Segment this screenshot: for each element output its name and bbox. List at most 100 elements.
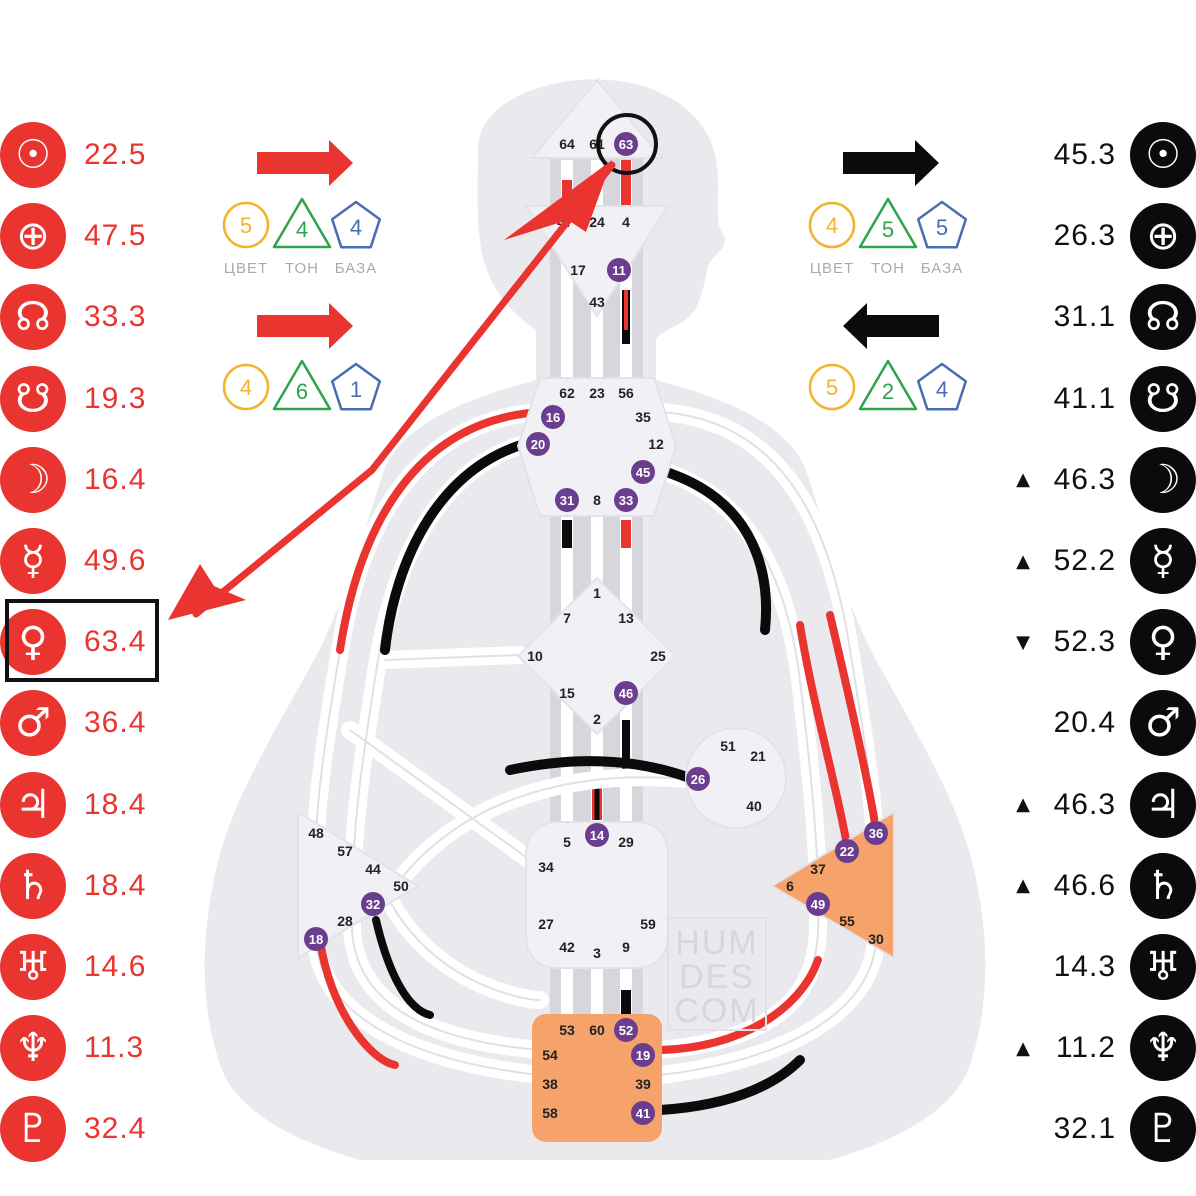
design-planet-row: ☊33.3 [0, 284, 146, 351]
neptune-icon: ♆ [0, 1015, 66, 1082]
retro-marker: ▲ [1016, 794, 1030, 816]
personality-planet-row: 26.3 ⊕ [1012, 203, 1196, 270]
gate-52: 52 [619, 1023, 633, 1038]
planet-value: 14.3 [1053, 950, 1116, 983]
design-planet-row: ♇ 32.4 [0, 1096, 147, 1163]
gate-46: 46 [619, 686, 633, 701]
planet-value: 20.4 [1053, 706, 1116, 740]
uranus-icon: ♅ [1130, 934, 1196, 1000]
jupiter-icon: ♃ [0, 771, 66, 838]
gate-57: 57 [337, 843, 353, 859]
gate-54: 54 [542, 1047, 558, 1063]
tone-value: 6 [296, 379, 308, 404]
gate-2: 2 [593, 711, 601, 727]
planet-value: 46.3 [1053, 462, 1116, 496]
sun-icon: ☉ [1130, 122, 1196, 188]
watermark-frame [667, 917, 767, 1031]
base-value: 5 [936, 215, 948, 240]
planet-value: 22.5 [84, 138, 147, 171]
planet-value: 32.4 [84, 1112, 147, 1146]
gate-42: 42 [559, 939, 575, 955]
base-value: 1 [350, 377, 362, 402]
gate-59: 59 [640, 916, 656, 932]
mars-icon: ♂ [1130, 690, 1196, 757]
color-badge [808, 201, 856, 249]
gate-active-dot [585, 823, 609, 847]
gate-active-dot [526, 432, 550, 456]
gate-53: 53 [559, 1022, 575, 1038]
retro-marker: ▲ [1016, 1037, 1030, 1059]
gate-49: 49 [811, 897, 825, 912]
mercury-icon: ☿ [1130, 528, 1196, 594]
annotations [168, 113, 658, 620]
channel-16-48-design [336, 408, 544, 654]
center-solar-plexus [770, 810, 895, 960]
moon-icon: ☽ [1130, 446, 1196, 513]
highlight-box-venus [5, 599, 159, 682]
gate-21: 21 [750, 748, 766, 764]
center-root [532, 1014, 662, 1142]
variable-label: ТОН [871, 260, 905, 277]
earth-icon: ⊕ [1130, 203, 1196, 270]
channel-34-20-pers [505, 756, 695, 783]
personality-planet-row: ▲11.2♆ [1012, 1015, 1196, 1082]
gate-64: 64 [559, 136, 575, 152]
personality-planet-row: 45.3 ☉ [1012, 122, 1196, 188]
planet-value: 26.3 [1053, 219, 1116, 253]
channel-19-49-design [656, 956, 822, 1054]
gate-32: 32 [366, 897, 380, 912]
planet-value: 16.4 [84, 462, 147, 496]
gate-active-dot [631, 1043, 655, 1067]
sun-icon: ☉ [0, 122, 66, 188]
tone-value: 4 [296, 217, 308, 242]
design-planet-row: ☿49.6 [0, 528, 146, 594]
gate-active-dot [631, 460, 655, 484]
gate-48: 48 [308, 825, 324, 841]
planet-value: 49.6 [84, 544, 147, 577]
planet-value: 46.6 [1053, 868, 1116, 902]
gate-34: 34 [538, 859, 554, 875]
gate-25: 25 [650, 648, 666, 664]
gate-16: 16 [546, 410, 560, 425]
gate-active-dot [541, 405, 565, 429]
pointer-arrowhead-bottom [168, 564, 246, 620]
gate-20: 20 [531, 437, 545, 452]
pluto-icon: ♇ [0, 1096, 66, 1163]
gate-active-dot [631, 1101, 655, 1125]
planet-value: 45.3 [1053, 138, 1116, 171]
color-badge [808, 363, 856, 411]
arrow-top-right [843, 140, 939, 186]
channel-22-12-design [796, 621, 850, 844]
planet-value: 18.4 [84, 787, 147, 821]
gate-3: 3 [593, 945, 601, 961]
gate-5: 5 [563, 834, 571, 850]
uranus-icon: ♅ [0, 934, 66, 1000]
gate-45: 45 [636, 465, 650, 480]
gate-36: 36 [869, 826, 883, 841]
gate-active-dot [614, 488, 638, 512]
planet-value: 52.2 [1053, 544, 1116, 577]
planet-value: 11.3 [84, 1031, 145, 1065]
channel-18-58-design [316, 936, 399, 1069]
saturn-icon: ♄ [1130, 852, 1196, 919]
personality-planet-row: 31.1☊ [1012, 284, 1196, 351]
tone-badge [858, 197, 918, 249]
design-planet-row: ☋19.3 [0, 365, 147, 432]
gate-43: 43 [589, 294, 605, 310]
gate-6: 6 [786, 878, 794, 894]
gate-58: 58 [542, 1105, 558, 1121]
planet-value: 19.3 [84, 381, 147, 415]
channel-32-54-pers [372, 916, 434, 1019]
watermark-text: COM [674, 992, 759, 1030]
channel-41-30-pers [655, 1055, 805, 1115]
gate-27: 27 [538, 916, 554, 932]
gate-62: 62 [559, 385, 575, 401]
gate-15: 15 [559, 685, 575, 701]
planet-value: 47.5 [84, 219, 147, 253]
gate-active-dot [614, 132, 638, 156]
retro-marker: ▲ [1016, 875, 1030, 897]
watermark-text: HUM [675, 924, 758, 962]
gate-active-dot [555, 488, 579, 512]
personality-planet-row: ▲ 46.6 ♄ [1012, 852, 1196, 919]
